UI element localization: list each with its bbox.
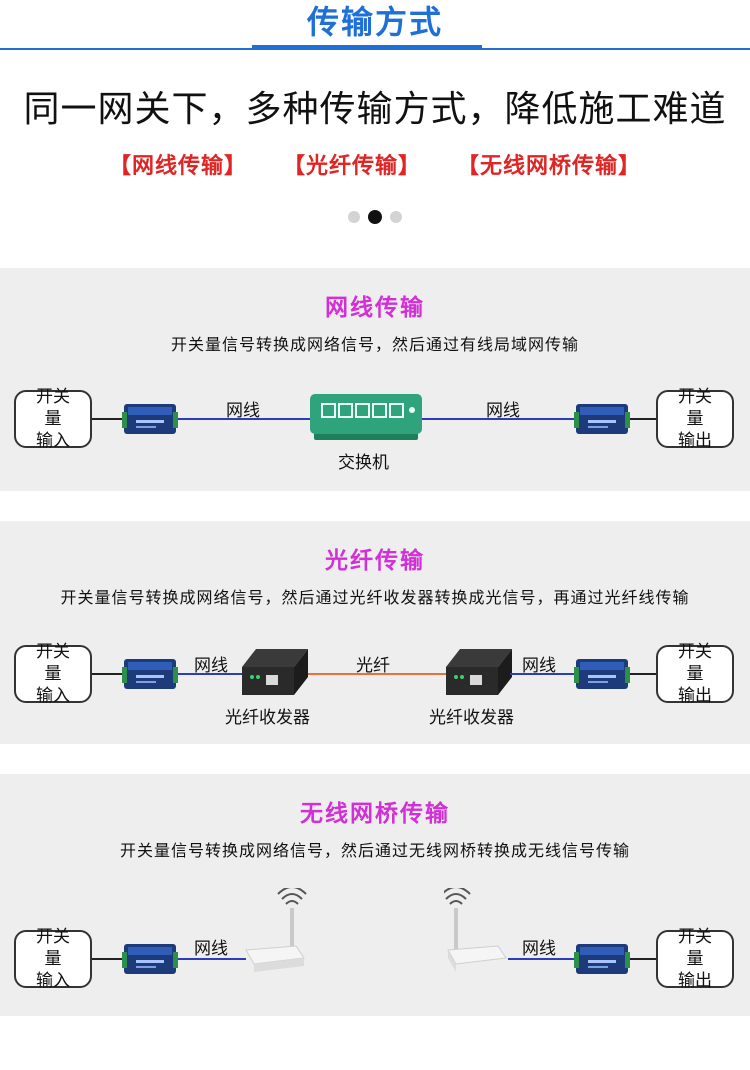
page-title: 传输方式 — [306, 3, 443, 41]
io-module-icon — [574, 659, 630, 689]
transceiver-label: 光纤收发器 — [225, 708, 310, 728]
output-box: 开关量输出 — [656, 387, 734, 451]
output-box: 开关量输出 — [656, 927, 734, 991]
ethernet-cable — [508, 958, 578, 960]
input-label-line1: 开关量 — [36, 387, 70, 429]
output-box: 开关量输出 — [656, 642, 734, 706]
output-label-line2: 输出 — [678, 686, 712, 706]
io-module-icon — [122, 659, 178, 689]
cable-label: 网线 — [226, 401, 260, 421]
input-label-line2: 输入 — [36, 971, 70, 991]
output-label-line2: 输出 — [678, 431, 712, 451]
ethernet-cable — [178, 673, 248, 675]
input-label-line1: 开关量 — [36, 642, 70, 684]
fiber-transceiver-icon — [242, 649, 308, 695]
wireless-bridge-icon — [444, 888, 507, 972]
io-module-icon — [122, 404, 178, 434]
io-module-icon — [574, 404, 630, 434]
wireless-section: 无线网桥传输 开关量信号转换成网络信号，然后通过无线网桥转换成无线信号传输 开关… — [0, 774, 750, 1016]
transceiver-label: 光纤收发器 — [429, 708, 514, 728]
fiber-section: 光纤传输 开关量信号转换成网络信号，然后通过光纤收发器转换成光信号，再通过光纤线… — [0, 521, 750, 744]
carousel-dot-active[interactable] — [368, 210, 382, 224]
section-title: 光纤传输 — [325, 548, 425, 574]
carousel-dot[interactable] — [348, 211, 360, 223]
output-label-line1: 开关量 — [678, 927, 712, 969]
input-box: 开关量输入 — [14, 642, 92, 706]
input-box: 开关量输入 — [14, 927, 92, 991]
cable-label: 网线 — [194, 939, 228, 959]
cable-label: 网线 — [522, 656, 556, 676]
io-module-icon — [574, 944, 630, 974]
wireless-bridge-icon — [245, 888, 307, 972]
input-label-line2: 输入 — [36, 686, 70, 706]
section-title: 网线传输 — [325, 295, 425, 321]
section-description: 开关量信号转换成网络信号，然后通过有线局域网传输 — [170, 335, 579, 354]
connector — [92, 673, 124, 675]
fiber-cable — [308, 673, 448, 675]
ethernet-cable — [422, 418, 578, 420]
fiber-transceiver-icon — [446, 649, 512, 695]
section-description: 开关量信号转换成网络信号，然后通过无线网桥转换成无线信号传输 — [119, 841, 630, 860]
switch-label: 交换机 — [338, 453, 389, 473]
switch-icon — [310, 394, 422, 440]
headline: 同一网关下，多种传输方式，降低施工难道 — [23, 89, 727, 130]
input-label-line2: 输入 — [36, 431, 70, 451]
tag-fiber: 【光纤传输】 — [282, 154, 421, 179]
tagline: 【网线传输】 【光纤传输】 【无线网桥传输】 — [0, 148, 750, 180]
input-box: 开关量输入 — [14, 387, 92, 451]
io-module-icon — [122, 944, 178, 974]
output-label-line2: 输出 — [678, 971, 712, 991]
connector — [630, 418, 658, 420]
output-label-line1: 开关量 — [678, 642, 712, 684]
ethernet-cable — [510, 673, 578, 675]
tag-ethernet: 【网线传输】 — [108, 154, 247, 179]
tag-wireless: 【无线网桥传输】 — [457, 154, 642, 179]
connector — [630, 673, 658, 675]
carousel-indicator — [0, 210, 750, 224]
connector — [92, 958, 124, 960]
header-underline — [252, 45, 482, 50]
connector — [92, 418, 124, 420]
carousel-dot[interactable] — [390, 211, 402, 223]
fiber-label: 光纤 — [356, 656, 390, 676]
section-title: 无线网桥传输 — [300, 801, 450, 827]
cable-label: 网线 — [194, 656, 228, 676]
section-description: 开关量信号转换成网络信号，然后通过光纤收发器转换成光信号，再通过光纤线传输 — [60, 588, 690, 607]
input-label-line1: 开关量 — [36, 927, 70, 969]
cable-label: 网线 — [522, 939, 556, 959]
output-label-line1: 开关量 — [678, 387, 712, 429]
ethernet-cable — [178, 958, 246, 960]
ethernet-section: 网线传输 开关量信号转换成网络信号，然后通过有线局域网传输 开关量输入 网线 交… — [0, 268, 750, 491]
connector — [630, 958, 658, 960]
cable-label: 网线 — [486, 401, 520, 421]
ethernet-cable — [178, 418, 312, 420]
